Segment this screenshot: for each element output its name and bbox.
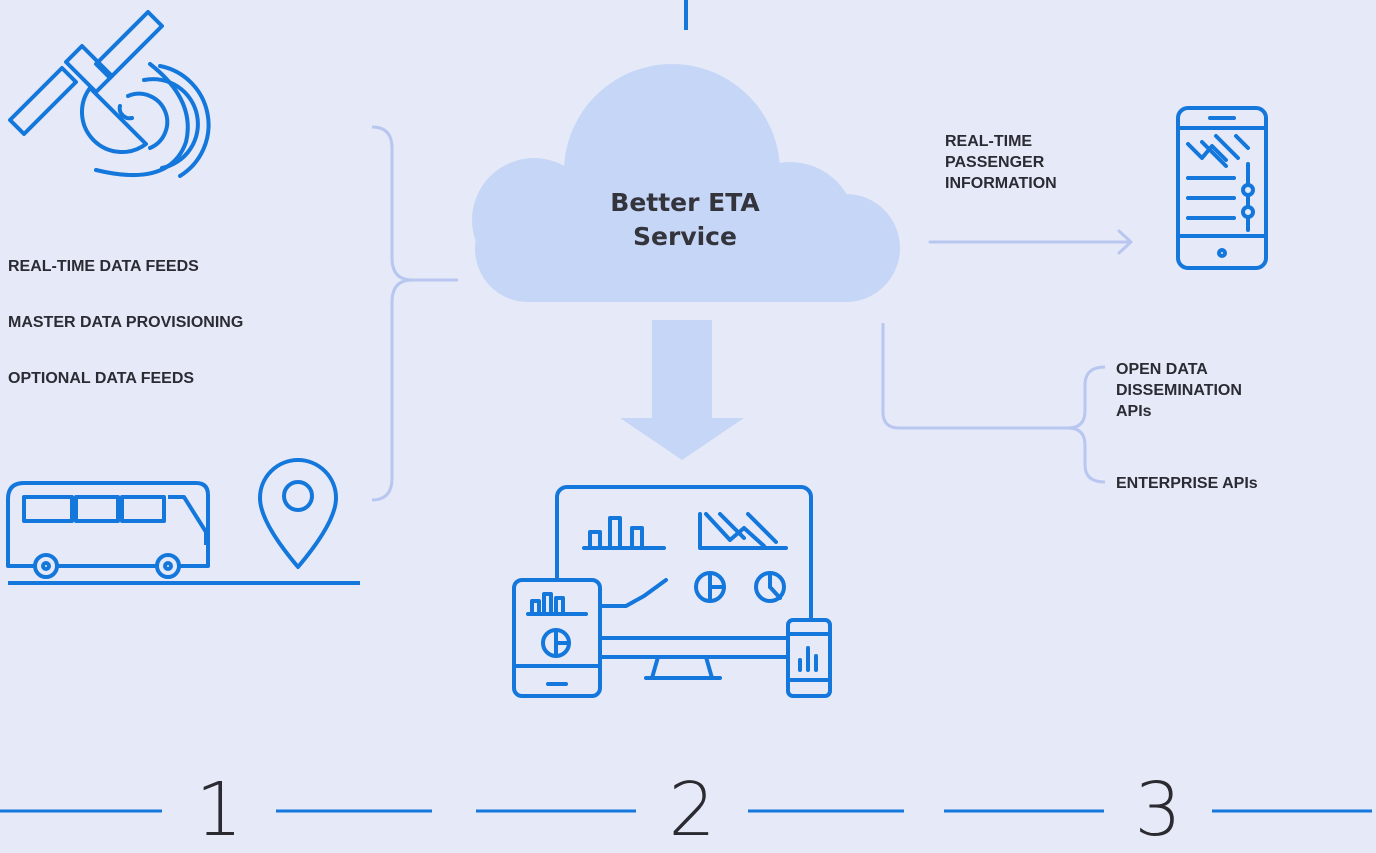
cloud-title: Better ETA Service <box>560 186 810 254</box>
passenger-info-line-3: INFORMATION <box>945 175 1057 192</box>
arrow-to-phone <box>928 229 1133 255</box>
passenger-info-line-2: PASSENGER <box>945 154 1045 171</box>
open-data-line-2: DISSEMINATION <box>1116 382 1242 399</box>
open-data-api-label: OPEN DATA DISSEMINATION APIs <box>1116 359 1242 422</box>
passenger-info-line-1: REAL-TIME <box>945 133 1033 150</box>
input-label-realtime-feeds: REAL-TIME DATA FEEDS <box>8 258 199 275</box>
step-number-1: 1 <box>195 767 243 853</box>
passenger-info-label: REAL-TIME PASSENGER INFORMATION <box>945 131 1057 194</box>
dashboard-devices-icon <box>512 485 832 698</box>
smartphone-map-icon <box>1176 106 1268 270</box>
step-number-3: 3 <box>1134 767 1182 853</box>
open-data-line-3: APIs <box>1116 403 1152 420</box>
input-label-master-data: MASTER DATA PROVISIONING <box>8 314 244 331</box>
cloud-title-line-1: Better ETA <box>610 188 760 217</box>
location-pin-icon <box>258 458 338 569</box>
bus-icon <box>6 481 210 579</box>
step-number-2: 2 <box>668 767 716 853</box>
cloud-shape <box>472 64 900 302</box>
api-bracket <box>881 323 1106 484</box>
open-data-line-1: OPEN DATA <box>1116 361 1208 378</box>
enterprise-api-label: ENTERPRISE APIs <box>1116 475 1258 492</box>
down-arrow <box>620 320 744 460</box>
input-label-optional-feeds: OPTIONAL DATA FEEDS <box>8 370 195 387</box>
satellite-icon <box>8 10 211 178</box>
left-bracket <box>371 125 458 502</box>
cloud-title-line-2: Service <box>633 222 737 251</box>
